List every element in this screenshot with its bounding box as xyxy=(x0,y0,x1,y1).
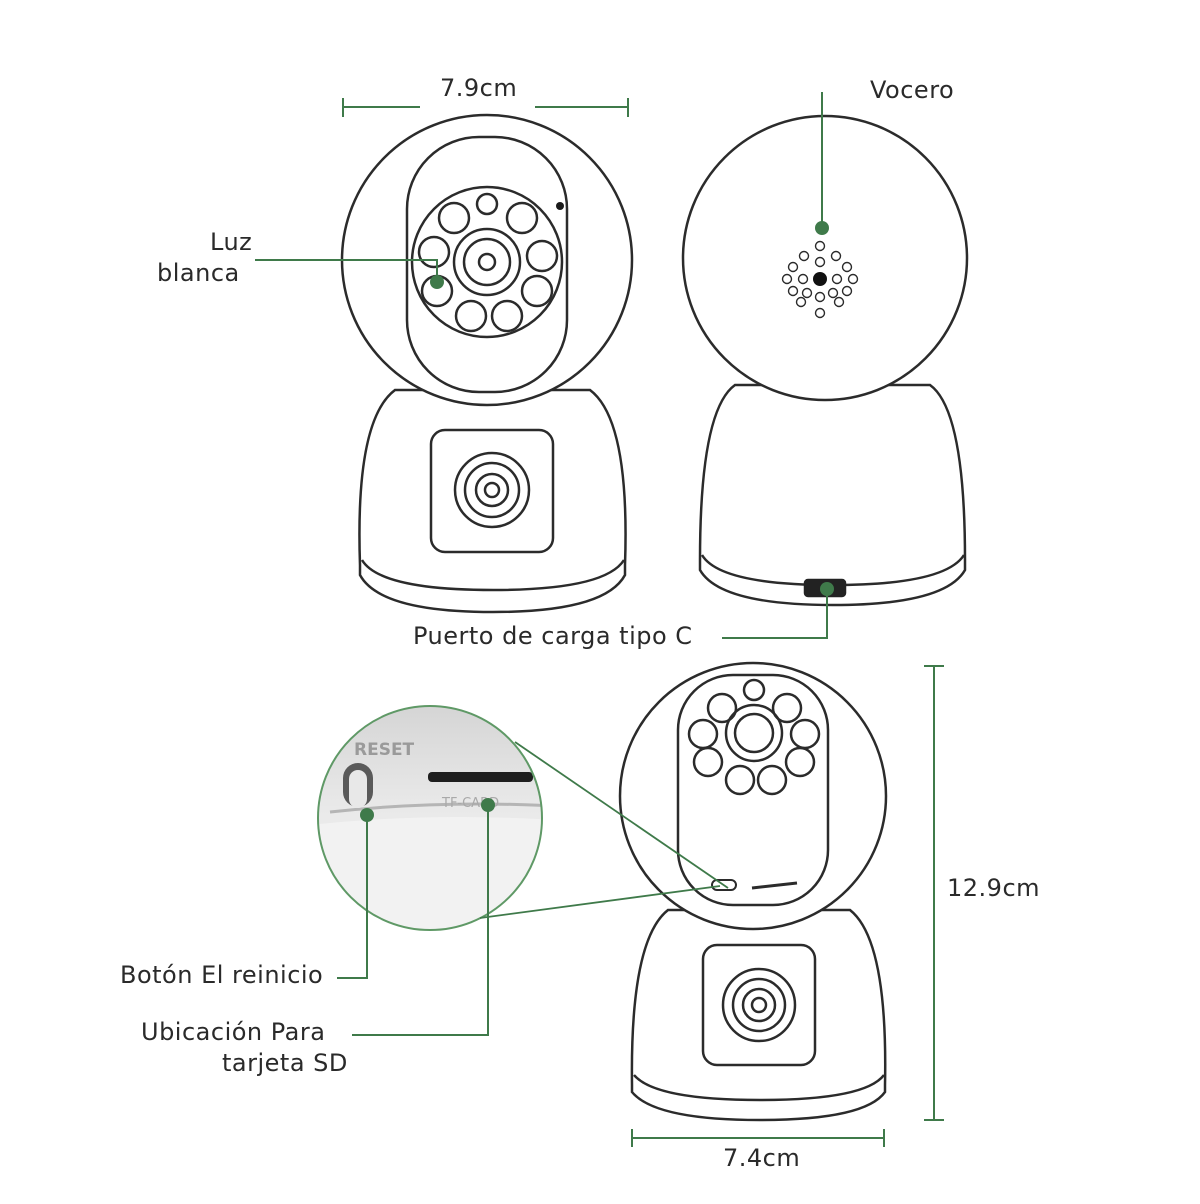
front-sensor-dot xyxy=(556,202,564,210)
inset-reset-text: RESET xyxy=(354,740,415,760)
front-lens-housing xyxy=(405,135,569,394)
back-view-camera xyxy=(681,114,969,607)
speaker-label: Vocero xyxy=(870,76,955,104)
inset-zoom-photo: RESET TF-CARD xyxy=(317,705,543,931)
reset-leader xyxy=(337,815,368,979)
front-lower-lens-box xyxy=(429,428,555,554)
inset-border xyxy=(317,705,543,931)
reset-button-label: Botón El reinicio xyxy=(120,961,324,989)
white-light-leader xyxy=(255,259,438,282)
top-width-label: 7.9cm xyxy=(440,74,518,102)
bottom-width-label: 7.4cm xyxy=(723,1144,801,1172)
side-lens-housing xyxy=(676,673,830,907)
side-lower-lens-box xyxy=(701,943,817,1067)
speaker-center-dot xyxy=(813,272,827,286)
callout-dots xyxy=(360,221,834,822)
side-leds xyxy=(687,678,821,796)
port-leader xyxy=(722,590,828,639)
sd-leader xyxy=(352,805,489,1036)
white-light-leds xyxy=(417,192,559,333)
dim-bottom-width xyxy=(631,1129,885,1147)
zoom-connector-top xyxy=(514,741,729,889)
callout-lines xyxy=(255,92,828,1036)
front-base-ring xyxy=(360,559,626,592)
side-sd-slot xyxy=(751,881,798,890)
back-head xyxy=(681,114,969,402)
white-light-label-line1: Luz xyxy=(210,228,253,256)
sd-location-label-line1: Ubicación Para xyxy=(141,1018,326,1046)
speaker-grille xyxy=(781,240,859,319)
side-reset-slot xyxy=(711,879,737,891)
zoom-connector-bottom xyxy=(479,885,721,919)
front-main-lens xyxy=(452,227,522,297)
dim-height xyxy=(924,665,944,1121)
side-view-camera xyxy=(618,661,888,1122)
charging-port-label: Puerto de carga tipo C xyxy=(413,622,693,650)
white-light-label-line2: blanca xyxy=(157,259,240,287)
sd-location-label-line2: tarjeta SD xyxy=(222,1049,348,1077)
height-label: 12.9cm xyxy=(947,874,1041,902)
back-base xyxy=(698,383,967,607)
front-view-camera xyxy=(340,113,634,614)
